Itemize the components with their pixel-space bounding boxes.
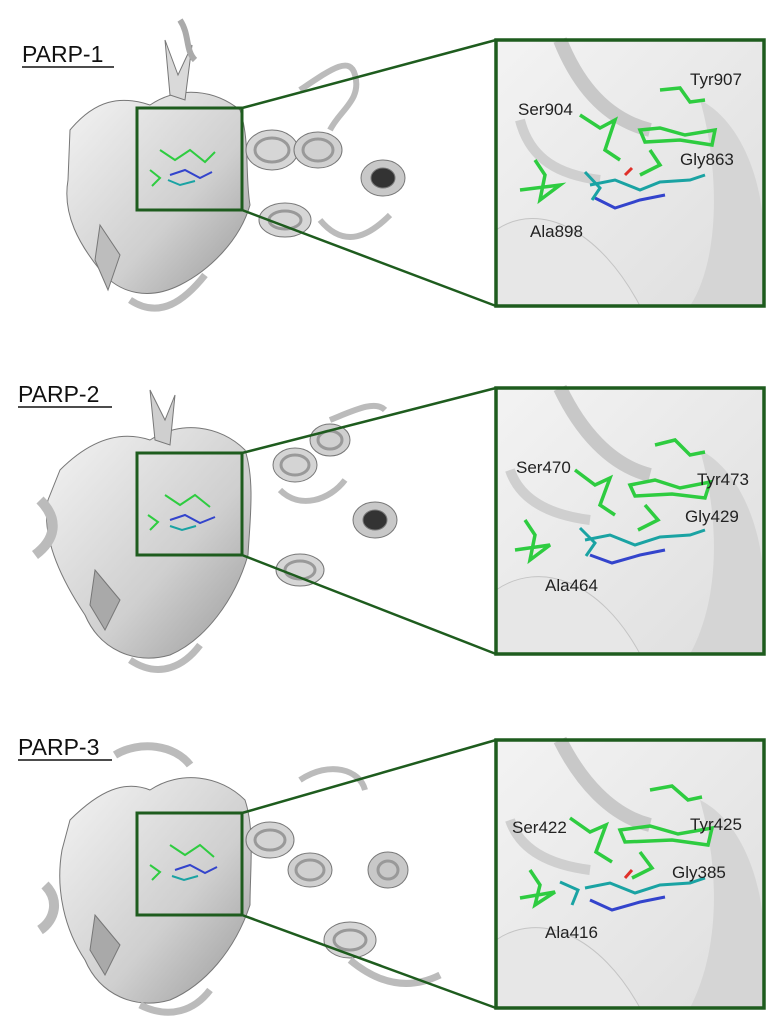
selection-box-parp1 xyxy=(135,106,244,212)
residue-label: Ala416 xyxy=(545,923,598,942)
residue-label: Ser904 xyxy=(518,100,573,119)
residue-label: Tyr473 xyxy=(697,470,749,489)
residue-label: Gly385 xyxy=(672,863,726,882)
panel-parp2: PARP-2 xyxy=(18,381,766,673)
residue-label: Ala464 xyxy=(545,576,598,595)
overview-ligand-parp2 xyxy=(147,493,216,532)
projection-line xyxy=(241,386,497,455)
zoom-inset-parp3: Ser422 Tyr425 Gly385 Ala416 xyxy=(494,736,766,1010)
panel-parp1: PARP-1 xyxy=(22,18,766,312)
residue-label: Tyr425 xyxy=(690,815,742,834)
residue-label: Ala898 xyxy=(530,222,583,241)
protein-overview-parp1 xyxy=(66,18,406,312)
overview-ligand-parp1 xyxy=(149,148,216,187)
selection-box-parp3 xyxy=(135,811,244,917)
zoom-inset-parp1: Tyr907 Ser904 Gly863 Ala898 xyxy=(494,37,766,308)
panel-title-parp2: PARP-2 xyxy=(18,381,99,407)
residue-label: Ser422 xyxy=(512,818,567,837)
residue-label: Gly429 xyxy=(685,507,739,526)
projection-line xyxy=(241,553,497,656)
projection-line xyxy=(241,738,497,815)
overview-ligand-parp3 xyxy=(149,843,218,882)
protein-overview-parp3 xyxy=(36,742,442,1016)
panel-title-parp1: PARP-1 xyxy=(22,41,103,67)
protein-overview-parp2 xyxy=(31,389,398,673)
zoom-inset-parp2: Ser470 Tyr473 Gly429 Ala464 xyxy=(494,384,766,656)
residue-label: Tyr907 xyxy=(690,70,742,89)
residue-label: Gly863 xyxy=(680,150,734,169)
selection-box-parp2 xyxy=(135,451,244,557)
residue-label: Ser470 xyxy=(516,458,571,477)
projection-line xyxy=(241,208,497,308)
projection-line xyxy=(241,38,497,110)
panel-parp3: PARP-3 xyxy=(18,734,766,1016)
panel-title-parp3: PARP-3 xyxy=(18,734,99,760)
projection-line xyxy=(241,913,497,1010)
